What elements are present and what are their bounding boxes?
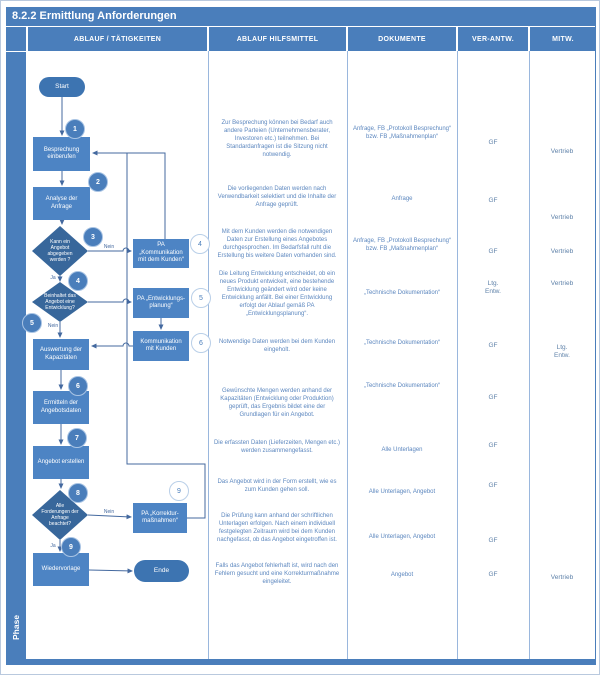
verantw-label: GF bbox=[488, 342, 498, 349]
ref-circle-5: 5 bbox=[191, 288, 211, 308]
hilfsmittel-note: Die vorliegenden Daten werden nach Verwe… bbox=[217, 186, 337, 209]
bottom-border-bar bbox=[6, 659, 596, 665]
hilfsmittel-note: Die Leitung Entwicklung entscheidet, ob … bbox=[218, 271, 336, 318]
end-node: Ende bbox=[134, 560, 189, 582]
ref-circle-6: 6 bbox=[191, 333, 211, 353]
step-analyse-der-anfrage: Analyse der Anfrage bbox=[33, 187, 90, 220]
step-circle-7: 7 bbox=[67, 428, 87, 448]
dokument-label: Anfrage, FB „Protokoll Besprechung“ bzw.… bbox=[352, 126, 452, 141]
dokument-label: Anfrage, FB „Protokoll Besprechung“ bzw.… bbox=[352, 238, 452, 253]
dokument-label: Alle Unterlagen bbox=[381, 447, 423, 453]
dokument-label: Alle Unterlagen, Angebot bbox=[368, 489, 436, 495]
dokument-label: Angebot bbox=[390, 572, 414, 578]
step-circle-3: 3 bbox=[83, 227, 103, 247]
step-circle-9: 9 bbox=[61, 537, 81, 557]
ref-circle-9: 9 bbox=[169, 481, 189, 501]
phase-sidebar-label: Phase bbox=[11, 614, 21, 640]
step-circle-4: 4 bbox=[68, 271, 88, 291]
step-circle-1: 1 bbox=[65, 119, 85, 139]
branch-label-ja: Ja bbox=[50, 275, 56, 281]
verantw-label: GF bbox=[488, 537, 498, 544]
mitw-label: Vertrieb bbox=[550, 280, 574, 287]
verantw-label: GF bbox=[488, 442, 498, 449]
step-ermitteln-angebotsdaten: Ermitteln der Angebotsdaten bbox=[33, 391, 89, 424]
hilfsmittel-note: Notwendige Daten werden bei dem Kunden e… bbox=[218, 339, 336, 354]
hilfsmittel-note: Gewünschte Mengen werden anhand der Kapa… bbox=[220, 388, 334, 419]
verantw-label: GF bbox=[488, 482, 498, 489]
dokument-label: „Technische Dokumentation“ bbox=[363, 340, 441, 346]
verantw-label: GF bbox=[488, 571, 498, 578]
column-separator bbox=[529, 51, 530, 659]
hilfsmittel-note: Zur Besprechung können bei Bedarf auch a… bbox=[221, 120, 333, 159]
step-circle-2: 2 bbox=[88, 172, 108, 192]
branch-label-nein: Nein bbox=[103, 509, 115, 515]
verantw-label: GF bbox=[488, 197, 498, 204]
step-circle-8: 8 bbox=[68, 483, 88, 503]
dokument-label: Alle Unterlagen, Angebot bbox=[368, 534, 436, 540]
header-mitw: MITW. bbox=[530, 27, 596, 51]
step-auswertung-kapazitaeten: Auswertung der Kapazitäten bbox=[33, 339, 89, 370]
column-separator bbox=[208, 51, 209, 659]
mitw-label: Ltg. Entw. bbox=[554, 344, 570, 360]
hilfsmittel-note: Falls das Angebot fehlerhaft ist, wird n… bbox=[214, 563, 340, 586]
verantw-label: GF bbox=[488, 394, 498, 401]
verantw-label: Ltg. Entw. bbox=[485, 280, 501, 296]
start-node: Start bbox=[39, 77, 85, 97]
aid-pa-korrekturmassnahmen: PA „Korrektur-maßnahmen“ bbox=[133, 503, 187, 533]
verantw-label: GF bbox=[488, 139, 498, 146]
column-separator bbox=[457, 51, 458, 659]
flow-connectors bbox=[57, 97, 206, 574]
mitw-label: Vertrieb bbox=[550, 574, 574, 581]
step-circle-6: 6 bbox=[68, 376, 88, 396]
header-ablauf-taetigkeiten: ABLAUF / TÄTIGKEITEN bbox=[28, 27, 207, 51]
hilfsmittel-note: Mit dem Kunden werden die notwendigen Da… bbox=[217, 229, 337, 260]
right-border-line bbox=[595, 7, 596, 659]
ref-circle-4: 4 bbox=[190, 234, 210, 254]
column-separator bbox=[347, 51, 348, 659]
step-besprechung-einberufen: Besprechung einberufen bbox=[33, 137, 90, 171]
branch-label-nein: Nein bbox=[47, 323, 59, 329]
hilfsmittel-note: Die Prüfung kann anhand der schriftliche… bbox=[217, 513, 337, 544]
phase-sidebar bbox=[6, 52, 26, 659]
header-ver-antw: VER-ANTW. bbox=[458, 27, 528, 51]
step-circle-5: 5 bbox=[22, 313, 42, 333]
branch-label-ja: Ja bbox=[50, 543, 56, 549]
dokument-label: „Technische Dokumentation“ bbox=[363, 383, 441, 389]
hilfsmittel-note: Die erfassten Daten (Lieferzeiten, Menge… bbox=[213, 440, 341, 455]
mitw-label: Vertrieb bbox=[550, 248, 574, 255]
header-dokumente: DOKUMENTE bbox=[348, 27, 456, 51]
mitw-label: Vertrieb bbox=[550, 214, 574, 221]
step-angebot-erstellen: Angebot erstellen bbox=[33, 446, 89, 479]
branch-label-nein: Nein bbox=[103, 244, 115, 250]
header-corner-phase bbox=[6, 27, 26, 51]
step-wiedervorlage: Wiedervorlage bbox=[33, 553, 89, 586]
hilfsmittel-note: Das Angebot wird in der Form erstellt, w… bbox=[217, 479, 337, 494]
aid-kommunikation-mit-kunden: Kommunikation mit Kunden bbox=[133, 331, 189, 361]
page-title: 8.2.2 Ermittlung Anforderungen bbox=[6, 7, 596, 26]
mitw-label: Vertrieb bbox=[550, 148, 574, 155]
aid-pa-entwicklungsplanung: PA „Entwicklungs-planung“ bbox=[133, 288, 189, 318]
aid-pa-kommunikation-kunde: PA „Kommunikation mit dem Kunden“ bbox=[133, 239, 189, 268]
header-ablauf-hilfsmittel: ABLAUF HILFSMITTEL bbox=[209, 27, 346, 51]
dokument-label: „Technische Dokumentation“ bbox=[363, 290, 441, 296]
dokument-label: Anfrage bbox=[391, 196, 413, 202]
verantw-label: GF bbox=[488, 248, 498, 255]
